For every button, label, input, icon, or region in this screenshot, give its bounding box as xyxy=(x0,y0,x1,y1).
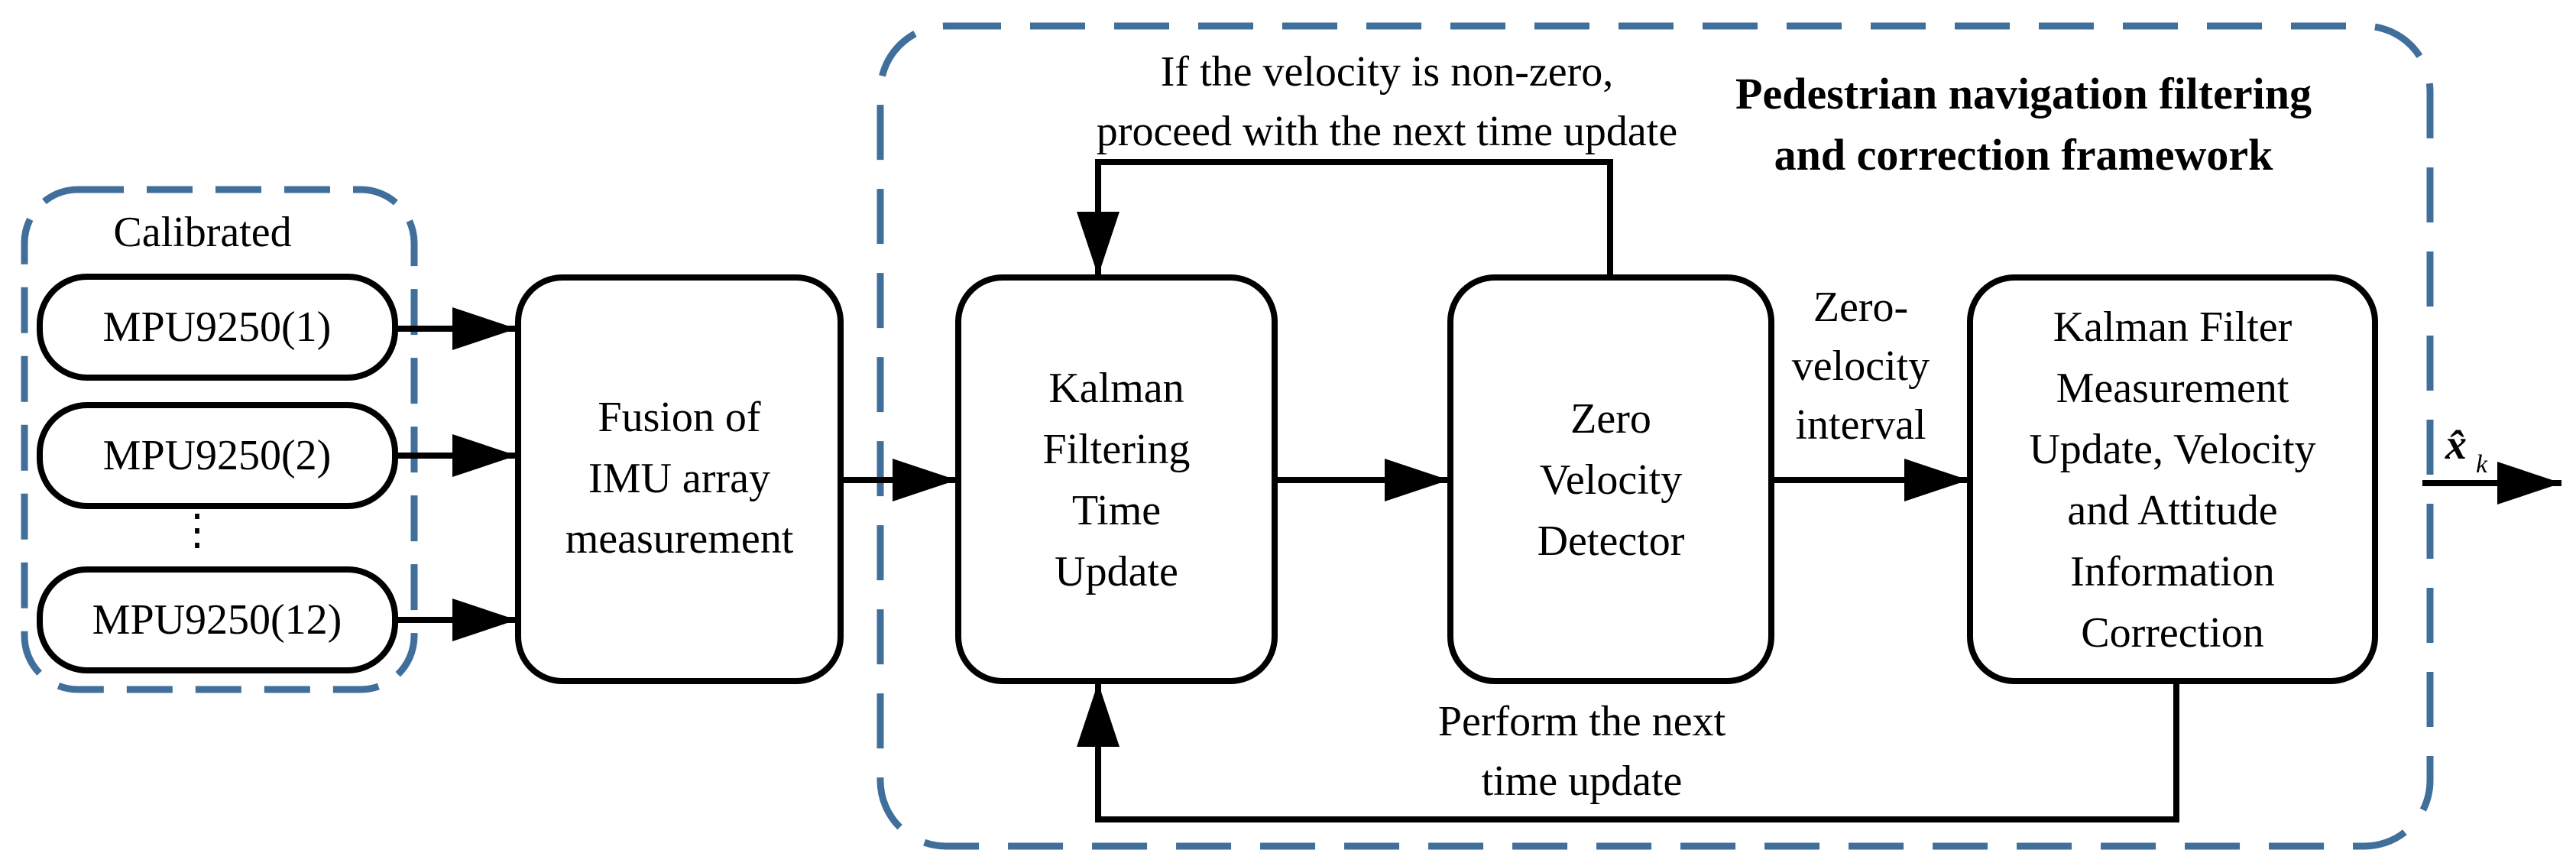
time-update-label-line-2: Filtering xyxy=(1043,426,1191,473)
fusion-label-line-3: measurement xyxy=(565,515,794,563)
nonzero-feedback-line-1: If the velocity is non-zero, xyxy=(1161,48,1613,96)
framework-border xyxy=(876,22,2434,850)
zv-detector-label-line-1: Zero xyxy=(1570,395,1651,443)
sensor-2-label: MPU9250(2) xyxy=(103,432,332,479)
measurement-update-label-line-4: and Attitude xyxy=(2067,487,2277,534)
next-update-line-1: Perform the next xyxy=(1438,698,1726,745)
sensor-ellipsis: ⋮ xyxy=(176,507,219,554)
framework-title-line-1: Pedestrian navigation filtering xyxy=(1735,69,2312,118)
state-estimate-symbol: x̂ xyxy=(2445,421,2467,469)
arrow-next-update-feedback xyxy=(1077,681,2179,822)
sensor-1-label: MPU9250(1) xyxy=(103,303,332,351)
measurement-update-label-line-3: Update, Velocity xyxy=(2029,426,2315,473)
zv-detector-label-line-2: Velocity xyxy=(1540,456,1683,504)
framework-title-line-2: and correction framework xyxy=(1774,130,2274,180)
measurement-update-label-line-6: Correction xyxy=(2081,609,2263,657)
time-update-box xyxy=(955,274,1278,684)
zero-interval-line-3: interval xyxy=(1795,401,1926,449)
zero-interval-line-1: Zero- xyxy=(1813,284,1908,331)
calibrated-group-border xyxy=(21,186,418,693)
calibrated-label: Calibrated xyxy=(113,209,291,256)
time-update-label-line-3: Time xyxy=(1072,487,1161,534)
time-update-label-line-4: Update xyxy=(1055,548,1178,595)
measurement-update-label-line-2: Measurement xyxy=(2056,365,2289,412)
measurement-update-label-line-5: Information xyxy=(2070,548,2274,595)
zero-interval-line-2: velocity xyxy=(1792,342,1930,390)
arrow-nonzero-feedback xyxy=(1077,159,1613,277)
zv-detector-label-line-3: Detector xyxy=(1537,517,1685,565)
time-update-label-line-1: Kalman xyxy=(1048,365,1184,412)
nonzero-feedback-line-2: proceed with the next time update xyxy=(1097,108,1677,155)
measurement-update-label-line-1: Kalman Filter xyxy=(2053,303,2292,351)
next-update-line-2: time update xyxy=(1482,758,1683,805)
state-estimate-subscript: k xyxy=(2476,450,2488,479)
fusion-label-line-2: IMU array xyxy=(588,455,770,502)
sensor-12-label: MPU9250(12) xyxy=(92,596,342,644)
fusion-label-line-1: Fusion of xyxy=(598,394,760,441)
measurement-update-box xyxy=(1967,274,2378,684)
